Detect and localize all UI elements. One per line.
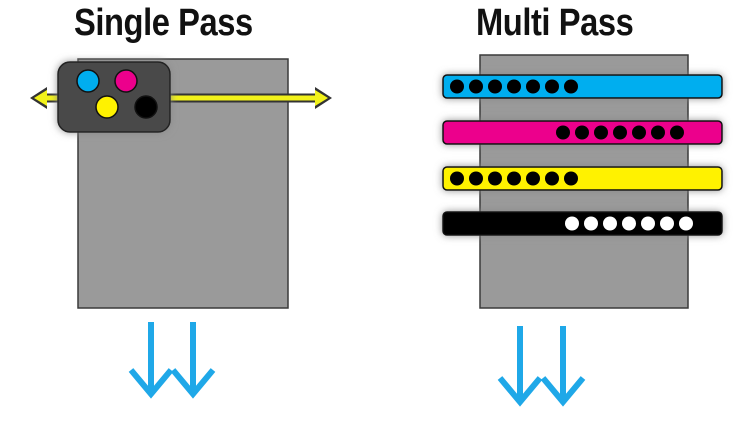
nozzle-dot (603, 216, 617, 231)
nozzle-dot (545, 79, 559, 94)
nozzle-dot (622, 216, 636, 231)
down-arrow-icon (540, 326, 586, 407)
nozzle-dot (469, 79, 483, 94)
nozzle-dot (564, 79, 578, 94)
nozzle-dot (594, 125, 608, 140)
nozzle-dot (584, 216, 598, 231)
black-print-bar (442, 211, 723, 236)
nozzle-dot (565, 216, 579, 231)
black-ink-icon (134, 95, 158, 119)
nozzle-dot (670, 125, 684, 140)
nozzle-dot (632, 125, 646, 140)
multi-pass-panel (442, 54, 723, 407)
nozzle-dot (651, 125, 665, 140)
nozzle-dot (488, 171, 502, 186)
nozzle-dot (613, 125, 627, 140)
nozzle-dot (526, 79, 540, 94)
yellow-ink-icon (95, 95, 119, 119)
nozzle-dot (545, 171, 559, 186)
down-arrow-icon (170, 322, 216, 399)
single-pass-panel (30, 58, 332, 399)
nozzle-dot (469, 171, 483, 186)
nozzle-dot (488, 79, 502, 94)
multi-pass-title: Multi Pass (476, 2, 634, 44)
down-arrow-icon (497, 326, 543, 407)
nozzle-dot (641, 216, 655, 231)
nozzle-dot (564, 171, 578, 186)
cyan-print-bar (442, 74, 723, 99)
nozzle-dot (507, 79, 521, 94)
magenta-ink-icon (114, 69, 138, 93)
nozzle-dot (526, 171, 540, 186)
paper-feed-arrows (128, 322, 216, 399)
nozzle-dot (507, 171, 521, 186)
nozzle-dot (575, 125, 589, 140)
nozzle-dot (679, 216, 693, 231)
yellow-print-bar (442, 166, 723, 191)
print-head (57, 61, 171, 133)
nozzle-dot (556, 125, 570, 140)
down-arrow-icon (128, 322, 174, 399)
cyan-ink-icon (76, 69, 100, 93)
nozzle-dot (450, 79, 464, 94)
nozzle-dot (660, 216, 674, 231)
nozzle-dot (450, 171, 464, 186)
single-pass-title: Single Pass (74, 2, 253, 44)
print-bars (442, 74, 723, 236)
paper-feed-arrows (497, 326, 586, 407)
